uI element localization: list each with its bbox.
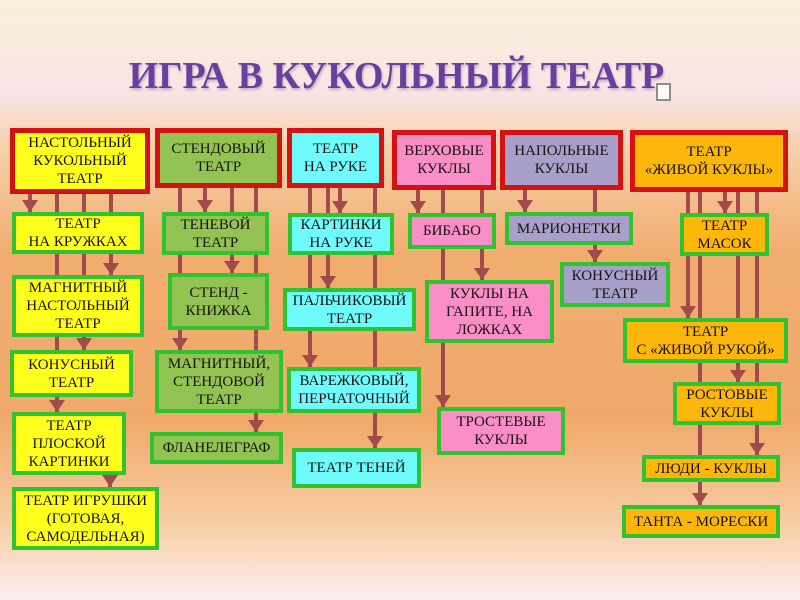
node-teatr-igrushki: ТЕАТР ИГРУШКИ (ГОТОВАЯ, САМОДЕЛЬНАЯ) bbox=[12, 487, 159, 550]
connector-arrowhead-icon bbox=[410, 201, 426, 213]
node-konusnyy-teatr-2: КОНУСНЫЙ ТЕАТР bbox=[560, 262, 670, 307]
connector-line bbox=[736, 190, 740, 382]
connector-arrowhead-icon bbox=[22, 200, 38, 212]
node-teatr-s-zhivoy-rukoy: ТЕАТР С «ЖИВОЙ РУКОЙ» bbox=[623, 318, 788, 363]
node-flanelegraf: ФЛАНЕЛЕГРАФ bbox=[150, 432, 283, 464]
header-stendovyy-teatr: СТЕНДОВЫЙ ТЕАТР bbox=[155, 128, 282, 188]
connector-arrowhead-icon bbox=[103, 263, 119, 275]
connector-arrowhead-icon bbox=[587, 250, 603, 262]
header-napolnye-kukly: НАПОЛЬНЫЕ КУКЛЫ bbox=[500, 130, 623, 190]
connector-arrowhead-icon bbox=[302, 355, 318, 367]
node-teatr-na-kruzhkah: ТЕАТР НА КРУЖКАХ bbox=[12, 212, 144, 254]
connector-arrowhead-icon bbox=[717, 201, 733, 213]
connector-line bbox=[338, 186, 342, 213]
connector-arrowhead-icon bbox=[692, 493, 708, 505]
node-tanta-moreski: ТАНТА - МОРЕСКИ bbox=[622, 505, 780, 538]
header-teatr-na-ruke: ТЕАТР НА РУКЕ bbox=[287, 128, 384, 188]
page-title: ИГРА В КУКОЛЬНЫЙ ТЕАТР bbox=[128, 55, 665, 97]
connector-line bbox=[178, 186, 182, 350]
connector-arrowhead-icon bbox=[517, 200, 533, 212]
node-kartinki-na-ruke: КАРТИНКИ НА РУКЕ bbox=[288, 213, 394, 255]
header-verkhovye-kukly: ВЕРХОВЫЕ КУКЛЫ bbox=[392, 130, 496, 190]
connector-arrowhead-icon bbox=[49, 400, 65, 412]
header-teatr-zhivoy-kukly: ТЕАТР «ЖИВОЙ КУКЛЫ» bbox=[630, 130, 788, 192]
node-kukly-na-gapite: КУКЛЫ НА ГАПИТЕ, НА ЛОЖКАХ bbox=[425, 280, 554, 343]
connector-arrowhead-icon bbox=[680, 306, 696, 318]
node-tenevoy-teatr: ТЕНЕВОЙ ТЕАТР bbox=[162, 212, 269, 255]
connector-arrowhead-icon bbox=[172, 338, 188, 350]
node-teatr-teney: ТЕАТР ТЕНЕЙ bbox=[292, 448, 421, 488]
connector-arrowhead-icon bbox=[102, 475, 118, 487]
node-konusnyy-teatr: КОНУСНЫЙ ТЕАТР bbox=[10, 350, 133, 397]
missing-glyph-box bbox=[656, 83, 672, 101]
node-rostovye-kukly: РОСТОВЫЕ КУКЛЫ bbox=[673, 382, 781, 425]
connector-arrowhead-icon bbox=[197, 200, 213, 212]
node-marionetki: МАРИОНЕТКИ bbox=[505, 212, 633, 245]
connector-arrowhead-icon bbox=[435, 395, 451, 407]
node-palchikovyy-teatr: ПАЛЬЧИКОВЫЙ ТЕАТР bbox=[283, 288, 416, 331]
node-trostevye-kukly: ТРОСТЕВЫЕ КУКЛЫ bbox=[437, 407, 565, 455]
connector-line bbox=[203, 186, 207, 212]
connector-arrowhead-icon bbox=[248, 420, 264, 432]
connector-line bbox=[416, 188, 420, 213]
connector-arrowhead-icon bbox=[749, 443, 765, 455]
node-varezhkovyy-perchatochnyy: ВАРЕЖКОВЫЙ, ПЕРЧАТОЧНЫЙ bbox=[287, 367, 421, 413]
header-nastolnyy-kukolnyy-teatr: НАСТОЛЬНЫЙ КУКОЛЬНЫЙ ТЕАТР bbox=[10, 128, 150, 194]
node-stend-knizhka: СТЕНД - КНИЖКА bbox=[168, 273, 269, 330]
connector-arrowhead-icon bbox=[224, 261, 240, 273]
connector-arrowhead-icon bbox=[730, 370, 746, 382]
node-teatr-masok: ТЕАТР МАСОК bbox=[680, 213, 769, 256]
connector-line bbox=[82, 192, 86, 350]
node-bibabo: БИБАБО bbox=[408, 213, 496, 249]
connector-line bbox=[308, 186, 312, 367]
connector-arrowhead-icon bbox=[367, 436, 383, 448]
node-magnitnyy-stendovoy-teatr: МАГНИТНЫЙ, СТЕНДОВОЙ ТЕАТР bbox=[155, 350, 283, 413]
title-row: ИГРА В КУКОЛЬНЫЙ ТЕАТР bbox=[0, 48, 800, 104]
node-lyudi-kukly: ЛЮДИ - КУКЛЫ bbox=[642, 455, 780, 482]
connector-arrowhead-icon bbox=[76, 338, 92, 350]
connector-arrowhead-icon bbox=[332, 201, 348, 213]
connector-arrowhead-icon bbox=[320, 276, 336, 288]
connector-arrowhead-icon bbox=[474, 268, 490, 280]
node-magnitnyy-nastolnyy-teatr: МАГНИТНЫЙ НАСТОЛЬНЫЙ ТЕАТР bbox=[12, 275, 144, 337]
node-teatr-ploskoy-kartinki: ТЕАТР ПЛОСКОЙ КАРТИНКИ bbox=[12, 412, 126, 475]
